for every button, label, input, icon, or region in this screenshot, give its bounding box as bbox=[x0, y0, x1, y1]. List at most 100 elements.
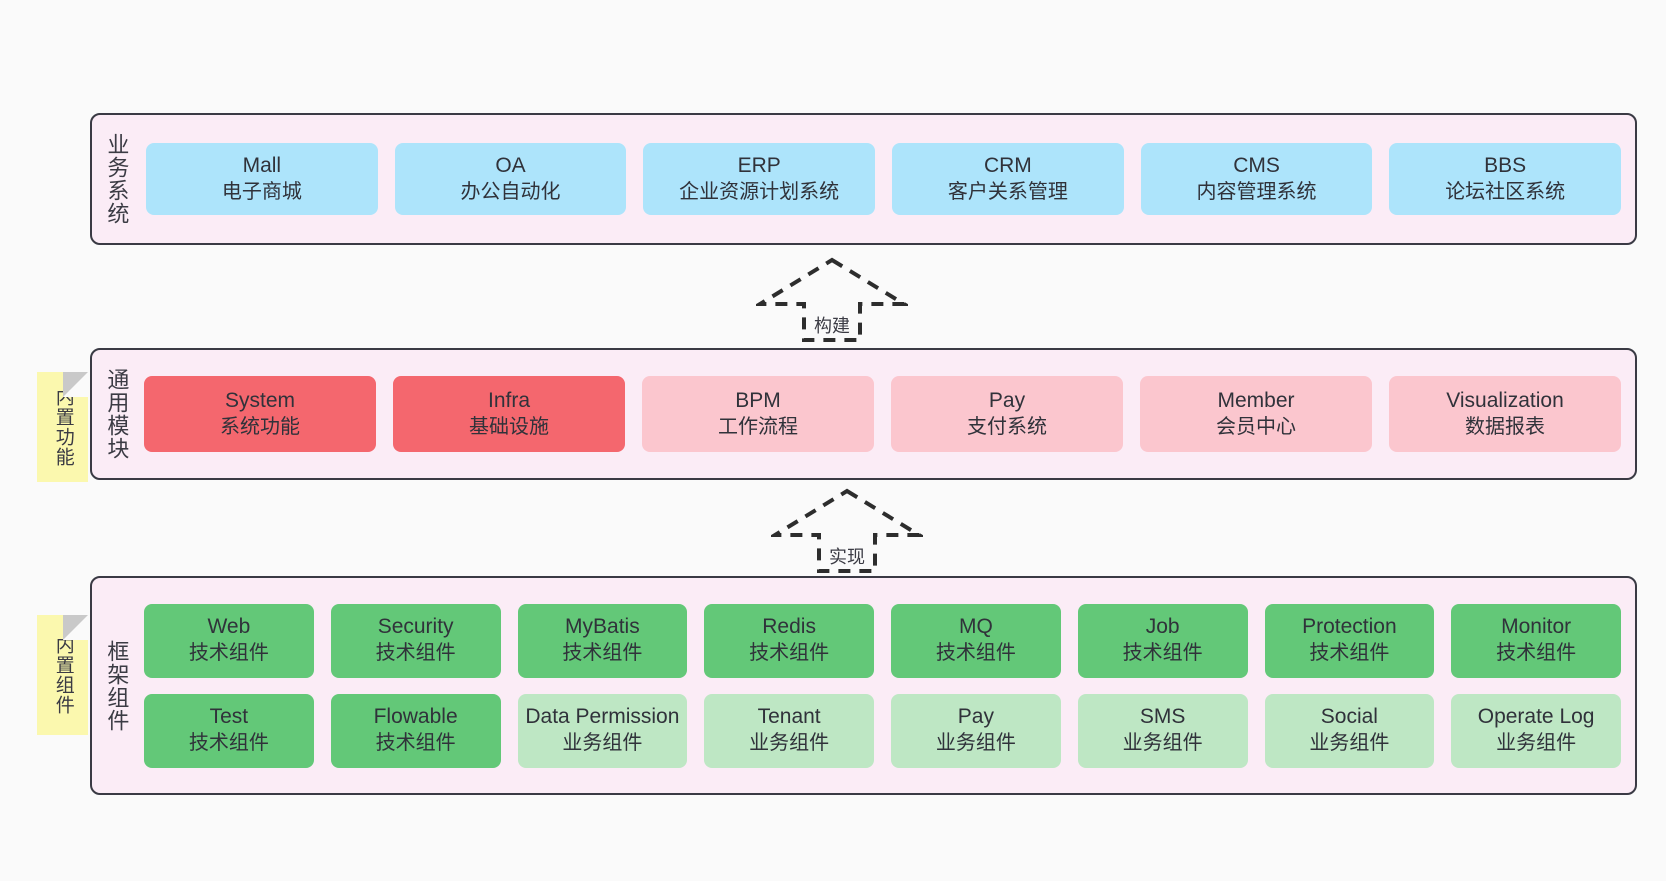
card-bpm[interactable]: BPM 工作流程 bbox=[642, 376, 874, 452]
card-title: CMS bbox=[1233, 153, 1280, 177]
card-infra[interactable]: Infra 基础设施 bbox=[393, 376, 625, 452]
sticky-note-builtin-components: 内置组件 bbox=[37, 615, 88, 735]
card-subtitle: 工作流程 bbox=[718, 415, 798, 438]
card-data-permission[interactable]: Data Permission 业务组件 bbox=[517, 693, 688, 768]
card-subtitle: 会员中心 bbox=[1216, 415, 1296, 438]
card-row: Test 技术组件 Flowable 技术组件 Data Permission … bbox=[144, 693, 1621, 768]
card-monitor[interactable]: Monitor 技术组件 bbox=[1451, 603, 1621, 678]
card-flowable[interactable]: Flowable 技术组件 bbox=[330, 693, 501, 768]
card-title: Member bbox=[1217, 388, 1295, 412]
layer-body-business-system: Mall 电子商城 OA 办公自动化 ERP 企业资源计划系统 CRM 客户关系… bbox=[140, 115, 1635, 243]
card-title: Infra bbox=[487, 388, 531, 412]
card-subtitle: 客户关系管理 bbox=[947, 180, 1068, 203]
card-title: OA bbox=[495, 153, 526, 177]
card-subtitle: 业务组件 bbox=[1122, 732, 1203, 755]
card-subtitle: 技术组件 bbox=[1496, 642, 1577, 665]
card-subtitle: 技术组件 bbox=[375, 642, 456, 665]
card-web[interactable]: Web 技术组件 bbox=[144, 603, 314, 678]
card-title: Flowable bbox=[373, 705, 458, 729]
card-title: Data Permission bbox=[525, 705, 680, 729]
card-subtitle: 技术组件 bbox=[375, 732, 456, 755]
card-title: Social bbox=[1320, 705, 1378, 729]
card-title: Protection bbox=[1302, 615, 1397, 639]
card-subtitle: 办公自动化 bbox=[460, 180, 561, 203]
card-row: System 系统功能 Infra 基础设施 BPM 工作流程 Pay 支付系统… bbox=[144, 376, 1621, 452]
card-title: Security bbox=[377, 615, 454, 639]
card-test[interactable]: Test 技术组件 bbox=[144, 693, 314, 768]
card-subtitle: 业务组件 bbox=[562, 732, 643, 755]
connector-implement-arrow: 实现 bbox=[771, 487, 923, 575]
sticky-note-builtin-features: 内置功能 bbox=[37, 372, 88, 482]
card-mybatis[interactable]: MyBatis 技术组件 bbox=[517, 603, 688, 678]
card-title: ERP bbox=[737, 153, 781, 177]
card-operate-log[interactable]: Operate Log 业务组件 bbox=[1451, 693, 1621, 768]
card-title: Web bbox=[207, 615, 251, 639]
card-row: Mall 电子商城 OA 办公自动化 ERP 企业资源计划系统 CRM 客户关系… bbox=[146, 143, 1622, 215]
layer-body-common-modules: System 系统功能 Infra 基础设施 BPM 工作流程 Pay 支付系统… bbox=[140, 350, 1635, 478]
card-subtitle: 业务组件 bbox=[1496, 732, 1577, 755]
card-job[interactable]: Job 技术组件 bbox=[1077, 603, 1248, 678]
card-social[interactable]: Social 业务组件 bbox=[1264, 693, 1435, 768]
card-oa[interactable]: OA 办公自动化 bbox=[394, 143, 627, 215]
card-tenant[interactable]: Tenant 业务组件 bbox=[704, 693, 874, 768]
card-row: Web 技术组件 Security 技术组件 MyBatis 技术组件 Redi… bbox=[144, 603, 1621, 678]
card-title: Job bbox=[1145, 615, 1180, 639]
card-subtitle: 技术组件 bbox=[1122, 642, 1203, 665]
card-subtitle: 支付系统 bbox=[967, 415, 1047, 438]
card-protection[interactable]: Protection 技术组件 bbox=[1264, 603, 1435, 678]
card-pay[interactable]: Pay 支付系统 bbox=[891, 376, 1123, 452]
card-title: Test bbox=[209, 705, 249, 729]
layer-label-business-system: 业务系统 bbox=[104, 133, 130, 225]
card-title: BBS bbox=[1484, 153, 1527, 177]
layer-label-common-modules: 通用模块 bbox=[104, 368, 130, 460]
layer-framework-components: 框架组件 Web 技术组件 Security 技术组件 MyBatis 技术组件… bbox=[90, 576, 1637, 795]
card-security[interactable]: Security 技术组件 bbox=[330, 603, 501, 678]
card-cms[interactable]: CMS 内容管理系统 bbox=[1140, 143, 1373, 215]
layer-common-modules: 通用模块 System 系统功能 Infra 基础设施 BPM 工作流程 Pay… bbox=[90, 348, 1637, 480]
card-erp[interactable]: ERP 企业资源计划系统 bbox=[643, 143, 876, 215]
card-title: MyBatis bbox=[565, 615, 640, 639]
card-subtitle: 业务组件 bbox=[935, 732, 1016, 755]
card-subtitle: 业务组件 bbox=[1309, 732, 1390, 755]
card-sms[interactable]: SMS 业务组件 bbox=[1077, 693, 1248, 768]
card-title: Monitor bbox=[1501, 615, 1572, 639]
card-subtitle: 技术组件 bbox=[1309, 642, 1390, 665]
card-subtitle: 技术组件 bbox=[188, 642, 269, 665]
card-title: Operate Log bbox=[1477, 705, 1595, 729]
layer-body-framework-components: Web 技术组件 Security 技术组件 MyBatis 技术组件 Redi… bbox=[140, 578, 1635, 793]
card-title: CRM bbox=[983, 153, 1032, 177]
card-subtitle: 技术组件 bbox=[935, 642, 1016, 665]
card-visualization[interactable]: Visualization 数据报表 bbox=[1389, 376, 1621, 452]
card-subtitle: 系统功能 bbox=[220, 415, 300, 438]
card-mall[interactable]: Mall 电子商城 bbox=[146, 143, 378, 215]
card-subtitle: 数据报表 bbox=[1465, 415, 1545, 438]
card-title: SMS bbox=[1139, 705, 1186, 729]
layer-business-system: 业务系统 Mall 电子商城 OA 办公自动化 ERP 企业资源计划系统 CRM… bbox=[90, 113, 1637, 245]
card-title: Pay bbox=[957, 705, 994, 729]
card-subtitle: 电子商城 bbox=[221, 180, 302, 203]
card-bbs[interactable]: BBS 论坛社区系统 bbox=[1389, 143, 1622, 215]
card-crm[interactable]: CRM 客户关系管理 bbox=[892, 143, 1124, 215]
card-subtitle: 企业资源计划系统 bbox=[679, 180, 840, 203]
card-pay-component[interactable]: Pay 业务组件 bbox=[891, 693, 1061, 768]
card-subtitle: 业务组件 bbox=[749, 732, 830, 755]
card-subtitle: 技术组件 bbox=[749, 642, 830, 665]
card-member[interactable]: Member 会员中心 bbox=[1140, 376, 1372, 452]
card-title: BPM bbox=[735, 388, 781, 412]
card-title: Visualization bbox=[1446, 388, 1564, 412]
card-subtitle: 论坛社区系统 bbox=[1445, 180, 1566, 203]
card-title: Mall bbox=[242, 153, 282, 177]
card-title: Tenant bbox=[757, 705, 821, 729]
card-title: Redis bbox=[762, 615, 816, 639]
card-redis[interactable]: Redis 技术组件 bbox=[704, 603, 874, 678]
card-title: Pay bbox=[988, 388, 1026, 412]
card-subtitle: 技术组件 bbox=[188, 732, 269, 755]
card-system[interactable]: System 系统功能 bbox=[144, 376, 376, 452]
layer-label-framework-components: 框架组件 bbox=[104, 639, 130, 732]
card-subtitle: 技术组件 bbox=[562, 642, 643, 665]
card-title: MQ bbox=[958, 615, 993, 639]
card-mq[interactable]: MQ 技术组件 bbox=[891, 603, 1061, 678]
connector-build-arrow: 构建 bbox=[756, 256, 908, 344]
card-title: System bbox=[224, 388, 295, 412]
card-subtitle: 内容管理系统 bbox=[1196, 180, 1317, 203]
